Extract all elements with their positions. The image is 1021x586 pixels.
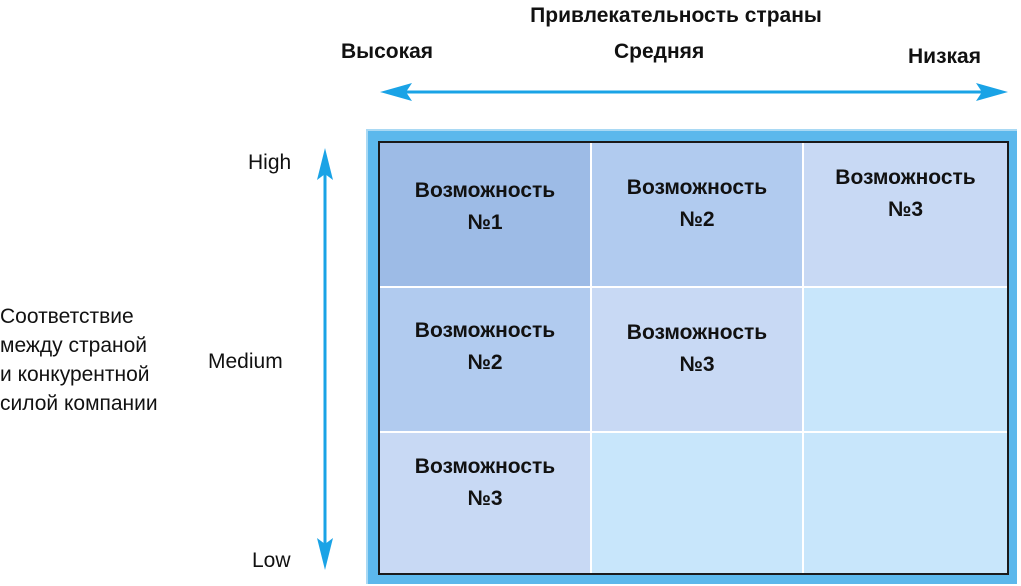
x-axis-title: Привлекательность страны [530,4,822,27]
row-label-high: High [248,151,292,174]
matrix-cell-r3-c1: Возможность №3 [380,433,590,573]
cell-label: Возможность №1 [380,175,590,239]
y-axis-title-line: силой компании [0,392,158,415]
cell-label: Возможность №3 [380,451,590,515]
cell-label: Возможность №3 [804,162,1007,226]
cell-label: Возможность №2 [380,315,590,379]
y-axis-title-line: и конкурентной [0,363,150,386]
opportunity-matrix: Возможность №1 Возможность №2 Возможност… [378,141,1009,575]
matrix-cell-r1-c3: Возможность №3 [804,143,1007,286]
y-axis-title-line: Соответствие [0,305,134,328]
cell-line: Возможность №3 [835,166,976,221]
cell-label: Возможность №2 [592,172,802,236]
cell-label: Возможность №3 [592,317,802,381]
matrix-cell-r2-c3 [804,288,1007,431]
cell-line: Возможность №2 [414,319,556,374]
column-label-high: Высокая [341,40,434,63]
y-axis-title: Соответствие между страной и конкурентно… [0,302,158,418]
row-label-medium: Medium [208,350,283,373]
matrix-cell-r3-c3 [804,433,1007,573]
cell-line: Возможность №2 [626,176,768,231]
matrix-cell-r1-c1: Возможность №1 [380,143,590,286]
cell-line: Возможность №1 [414,179,556,234]
cell-line: Возможность №3 [626,321,768,376]
vertical-double-arrow [317,148,333,570]
y-axis-title-line: между страной [0,334,147,357]
column-label-medium: Средняя [614,40,705,63]
matrix-cell-r2-c2: Возможность №3 [592,288,802,431]
matrix-cell-r1-c2: Возможность №2 [592,143,802,286]
cell-line: Возможность №3 [414,455,556,510]
matrix-cell-r2-c1: Возможность №2 [380,288,590,431]
row-label-low: Low [252,549,291,572]
column-label-low: Низкая [908,45,981,68]
horizontal-double-arrow [380,83,1008,101]
matrix-cell-r3-c2 [592,433,802,573]
